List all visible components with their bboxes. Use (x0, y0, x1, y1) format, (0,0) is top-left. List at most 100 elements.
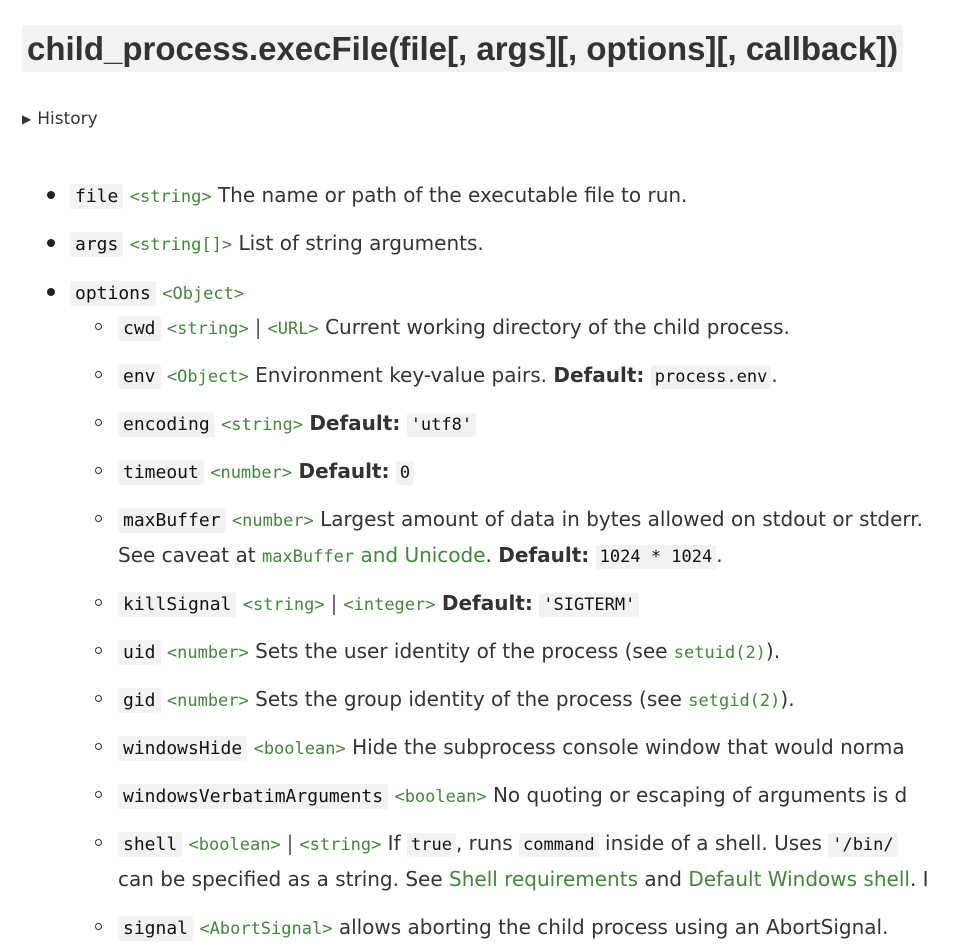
type-separator: | (254, 315, 262, 339)
type-link[interactable]: <boolean> (188, 835, 281, 855)
option-maxbuffer-line2: See caveat at maxBuffer and Unicode. Def… (118, 537, 723, 573)
option-desc: Sets the user identity of the process (s… (255, 639, 668, 663)
history-toggle[interactable]: ▶History (22, 106, 98, 132)
param-name: args (70, 232, 124, 257)
sub-bullet-icon (95, 323, 102, 330)
link-code: maxBuffer (261, 547, 355, 567)
type-link[interactable]: <string> (221, 415, 303, 435)
sub-bullet-icon (95, 647, 102, 654)
option-desc: No quoting or escaping of arguments is d (492, 783, 908, 807)
link-text: and Unicode (360, 543, 486, 567)
default-value: 0 (395, 461, 415, 485)
sub-bullet-icon (95, 695, 102, 702)
option-windowsverbatimarguments: windowsVerbatimArguments <boolean> No qu… (118, 777, 907, 813)
param-desc: List of string arguments. (238, 231, 484, 255)
disclosure-triangle-icon: ▶ (22, 112, 32, 126)
setgid-link[interactable]: setgid(2) (688, 691, 781, 711)
option-desc: Largest amount of data in bytes allowed … (320, 507, 924, 531)
type-link[interactable]: <number> (210, 463, 293, 483)
option-name: env (118, 364, 161, 389)
bullet-icon (47, 239, 55, 247)
option-gid: gid <number> Sets the group identity of … (118, 681, 795, 717)
type-link[interactable]: <AbortSignal> (199, 919, 333, 939)
closing-paren: ). (780, 687, 795, 711)
option-encoding: encoding <string> Default: 'utf8' (118, 405, 477, 441)
option-name: uid (118, 640, 161, 665)
option-desc: Environment key-value pairs. (255, 363, 548, 387)
option-maxbuffer: maxBuffer <number> Largest amount of dat… (118, 501, 923, 537)
type-link[interactable]: <Object> (166, 367, 249, 387)
default-label: Default: (309, 411, 401, 435)
option-uid: uid <number> Sets the user identity of t… (118, 633, 780, 669)
sub-bullet-icon (95, 743, 102, 750)
type-link[interactable]: <URL> (267, 319, 319, 339)
type-separator: | (330, 591, 338, 615)
bullet-icon (47, 191, 55, 199)
sub-bullet-icon (95, 791, 102, 798)
command-value: command (519, 833, 599, 857)
option-name: encoding (118, 412, 215, 437)
option-desc: Sets the group identity of the process (… (255, 687, 682, 711)
default-value: 1024 * 1024 (595, 545, 717, 569)
option-name: maxBuffer (118, 508, 226, 533)
option-killsignal: killSignal <string>|<integer> Default: '… (118, 585, 640, 621)
param-name: options (70, 281, 156, 306)
param-name: file (70, 184, 124, 209)
closing-paren: ). (765, 639, 781, 663)
runs-text: , runs (455, 831, 513, 855)
sub-bullet-icon (95, 419, 102, 426)
option-shell: shell <boolean>|<string> If true, runs c… (118, 825, 898, 861)
default-windows-shell-link[interactable]: Default Windows shell (688, 867, 910, 891)
type-link[interactable]: <integer> (343, 595, 436, 615)
sub-bullet-icon (95, 515, 102, 522)
type-link[interactable]: <number> (166, 643, 249, 663)
option-name: shell (118, 832, 183, 857)
type-link[interactable]: <Object> (162, 284, 245, 304)
maxbuffer-unicode-link[interactable]: maxBuffer and Unicode (262, 543, 486, 567)
type-link[interactable]: <string> (129, 187, 212, 207)
option-name: timeout (118, 460, 204, 485)
option-shell-line2: can be specified as a string. See Shell … (118, 861, 929, 897)
option-name: cwd (118, 316, 161, 341)
type-link[interactable]: <number> (166, 691, 249, 711)
type-link[interactable]: <string> (242, 595, 325, 615)
shell-line2-end: . I (909, 867, 929, 891)
default-label: Default: (553, 363, 645, 387)
period: . (716, 543, 723, 567)
default-value: process.env (650, 365, 772, 389)
param-file: file <string> The name or path of the ex… (70, 177, 687, 213)
param-options: options <Object> (70, 274, 244, 310)
option-desc: Hide the subprocess console window that … (352, 735, 905, 759)
option-name: windowsVerbatimArguments (118, 784, 389, 809)
option-name: signal (118, 916, 194, 941)
option-timeout: timeout <number> Default: 0 (118, 453, 415, 489)
param-desc: The name or path of the executable file … (217, 183, 688, 207)
option-windowshide: windowsHide <boolean> Hide the subproces… (118, 729, 905, 765)
option-env: env <Object> Environment key-value pairs… (118, 357, 778, 393)
sub-bullet-icon (95, 371, 102, 378)
option-cwd: cwd <string>|<URL> Current working direc… (118, 309, 790, 345)
param-args: args <string[]> List of string arguments… (70, 225, 484, 261)
shell-line2-text: can be specified as a string. See (118, 867, 443, 891)
bullet-icon (47, 288, 55, 296)
default-label: Default: (298, 459, 390, 483)
setuid-link[interactable]: setuid(2) (673, 643, 766, 663)
type-link[interactable]: <string[]> (129, 235, 233, 255)
type-link[interactable]: <boolean> (394, 787, 487, 807)
type-link[interactable]: <boolean> (253, 739, 346, 759)
type-link[interactable]: <number> (231, 511, 314, 531)
default-label: Default: (498, 543, 590, 567)
caveat-text: See caveat at (118, 543, 256, 567)
sub-bullet-icon (95, 923, 102, 930)
option-desc: allows aborting the child process using … (338, 915, 889, 939)
default-value: 'SIGTERM' (539, 593, 640, 617)
shell-requirements-link[interactable]: Shell requirements (449, 867, 638, 891)
period: . (771, 363, 778, 387)
type-link[interactable]: <string> (299, 835, 382, 855)
default-value: 'utf8' (406, 413, 477, 437)
inside-text: inside of a shell. Uses (605, 831, 822, 855)
option-name: windowsHide (118, 736, 248, 761)
sub-bullet-icon (95, 467, 102, 474)
type-link[interactable]: <string> (166, 319, 249, 339)
shell-path-value: '/bin/ (828, 833, 898, 857)
